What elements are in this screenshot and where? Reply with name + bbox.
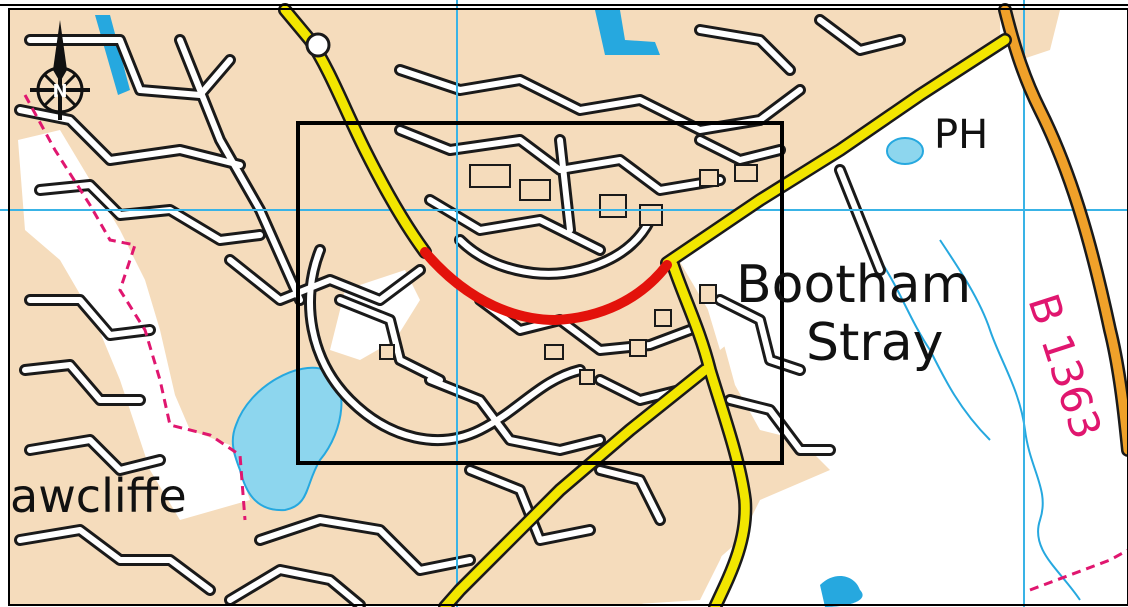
north-arrow-icon: N — [30, 20, 90, 120]
place-label-rawcliffe: awcliffe — [10, 469, 187, 523]
map-border — [8, 8, 1128, 606]
roundabout — [305, 32, 331, 58]
secondary-roads-fill — [280, 5, 1010, 607]
b-road-b1363 — [998, 3, 1128, 457]
north-letter: N — [52, 81, 67, 102]
footpath — [23, 94, 1128, 592]
water-bodies — [95, 10, 924, 607]
buildings — [379, 164, 758, 385]
area-of-interest-frame[interactable] — [296, 121, 784, 465]
place-label-stray: Stray — [806, 313, 943, 373]
place-label-bootham: Bootham — [736, 255, 971, 315]
highlighted-road-segment[interactable] — [420, 247, 672, 326]
pub-label: PH — [934, 112, 988, 158]
